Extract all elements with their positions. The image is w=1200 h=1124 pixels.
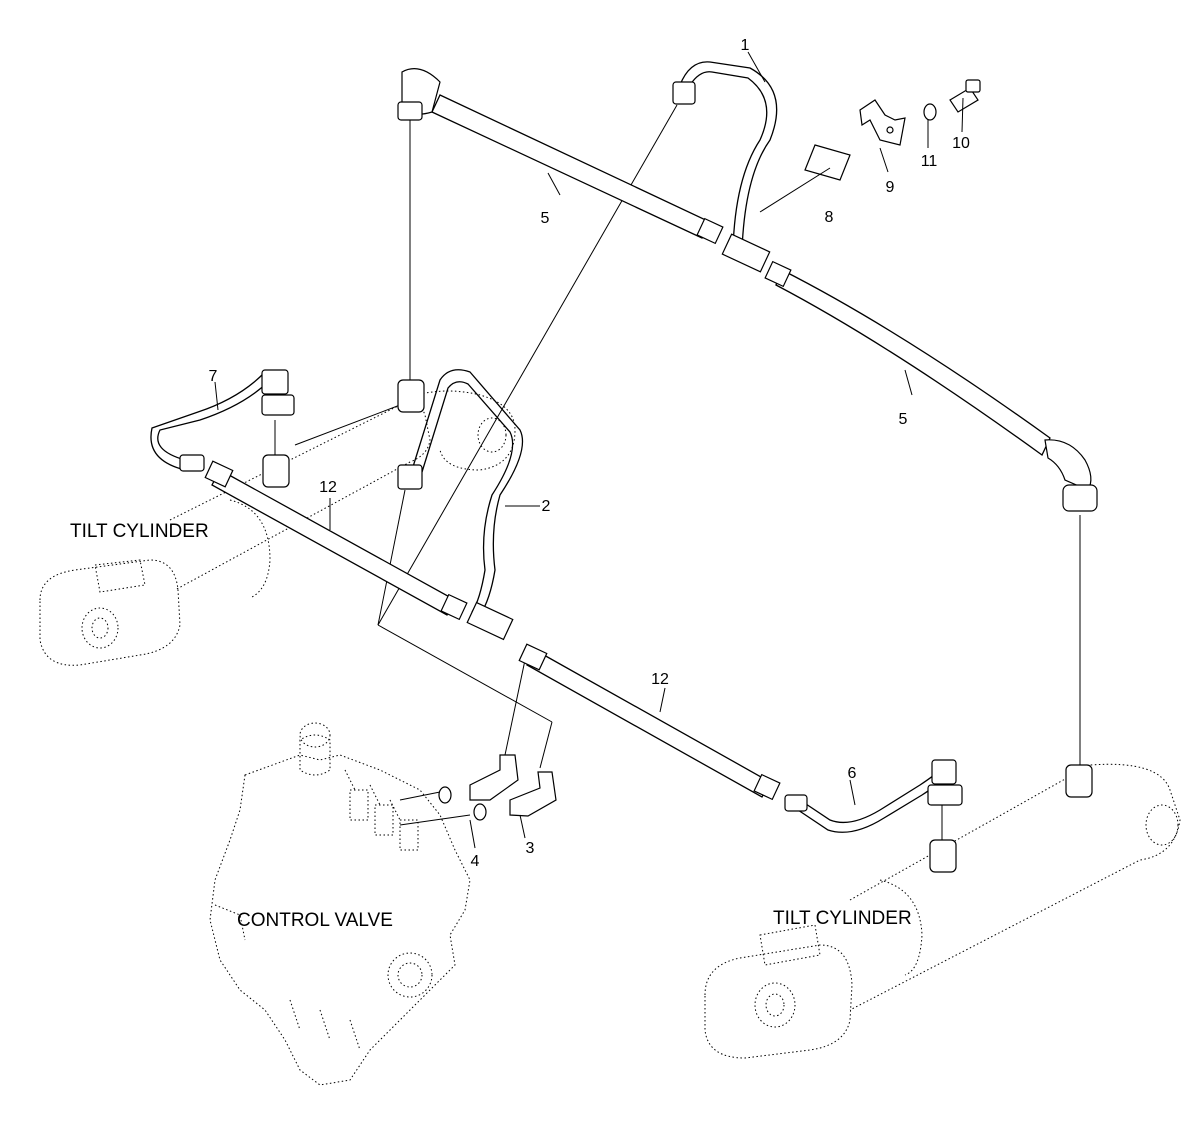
leader-lines xyxy=(214,51,964,849)
clamp-assembly xyxy=(804,79,981,181)
part-label-5b: 5 xyxy=(899,411,908,428)
o-rings-4 xyxy=(438,786,487,821)
pipe-2 xyxy=(397,369,524,641)
part-label-4: 4 xyxy=(471,853,480,870)
part-label-9: 9 xyxy=(886,179,895,196)
adapter-lower-mid xyxy=(929,839,957,873)
control-valve xyxy=(209,722,471,1086)
part-label-6: 6 xyxy=(848,765,857,782)
hose-12-left xyxy=(204,460,468,621)
part-label-8: 8 xyxy=(825,209,834,226)
hose-12-bottom xyxy=(518,643,781,801)
pipe-7 xyxy=(150,369,295,472)
adapter-upper-left xyxy=(397,379,425,413)
hose-5-right xyxy=(764,260,1098,512)
caption-tilt-cylinder-right: TILT CYLINDER xyxy=(773,908,912,929)
pipe-1 xyxy=(672,61,778,273)
part-label-5a: 5 xyxy=(541,210,550,227)
adapter-lower-right xyxy=(1065,764,1093,798)
part-label-12b: 12 xyxy=(651,671,669,688)
hose-5-upper xyxy=(397,68,724,245)
part-label-7: 7 xyxy=(209,368,218,385)
part-label-3: 3 xyxy=(526,840,535,857)
caption-tilt-cylinder-left: TILT CYLINDER xyxy=(70,521,209,542)
part-label-2: 2 xyxy=(542,498,551,515)
adapter-mid-left xyxy=(262,454,290,488)
part-label-12a: 12 xyxy=(319,479,337,496)
pipe-6 xyxy=(784,759,963,833)
part-label-10: 10 xyxy=(952,135,970,152)
part-label-1: 1 xyxy=(741,37,750,54)
part-label-11: 11 xyxy=(921,153,938,170)
elbow-fittings-3 xyxy=(469,754,557,817)
caption-control-valve: CONTROL VALVE xyxy=(237,910,393,931)
tilt-cylinder-right xyxy=(704,763,1181,1059)
